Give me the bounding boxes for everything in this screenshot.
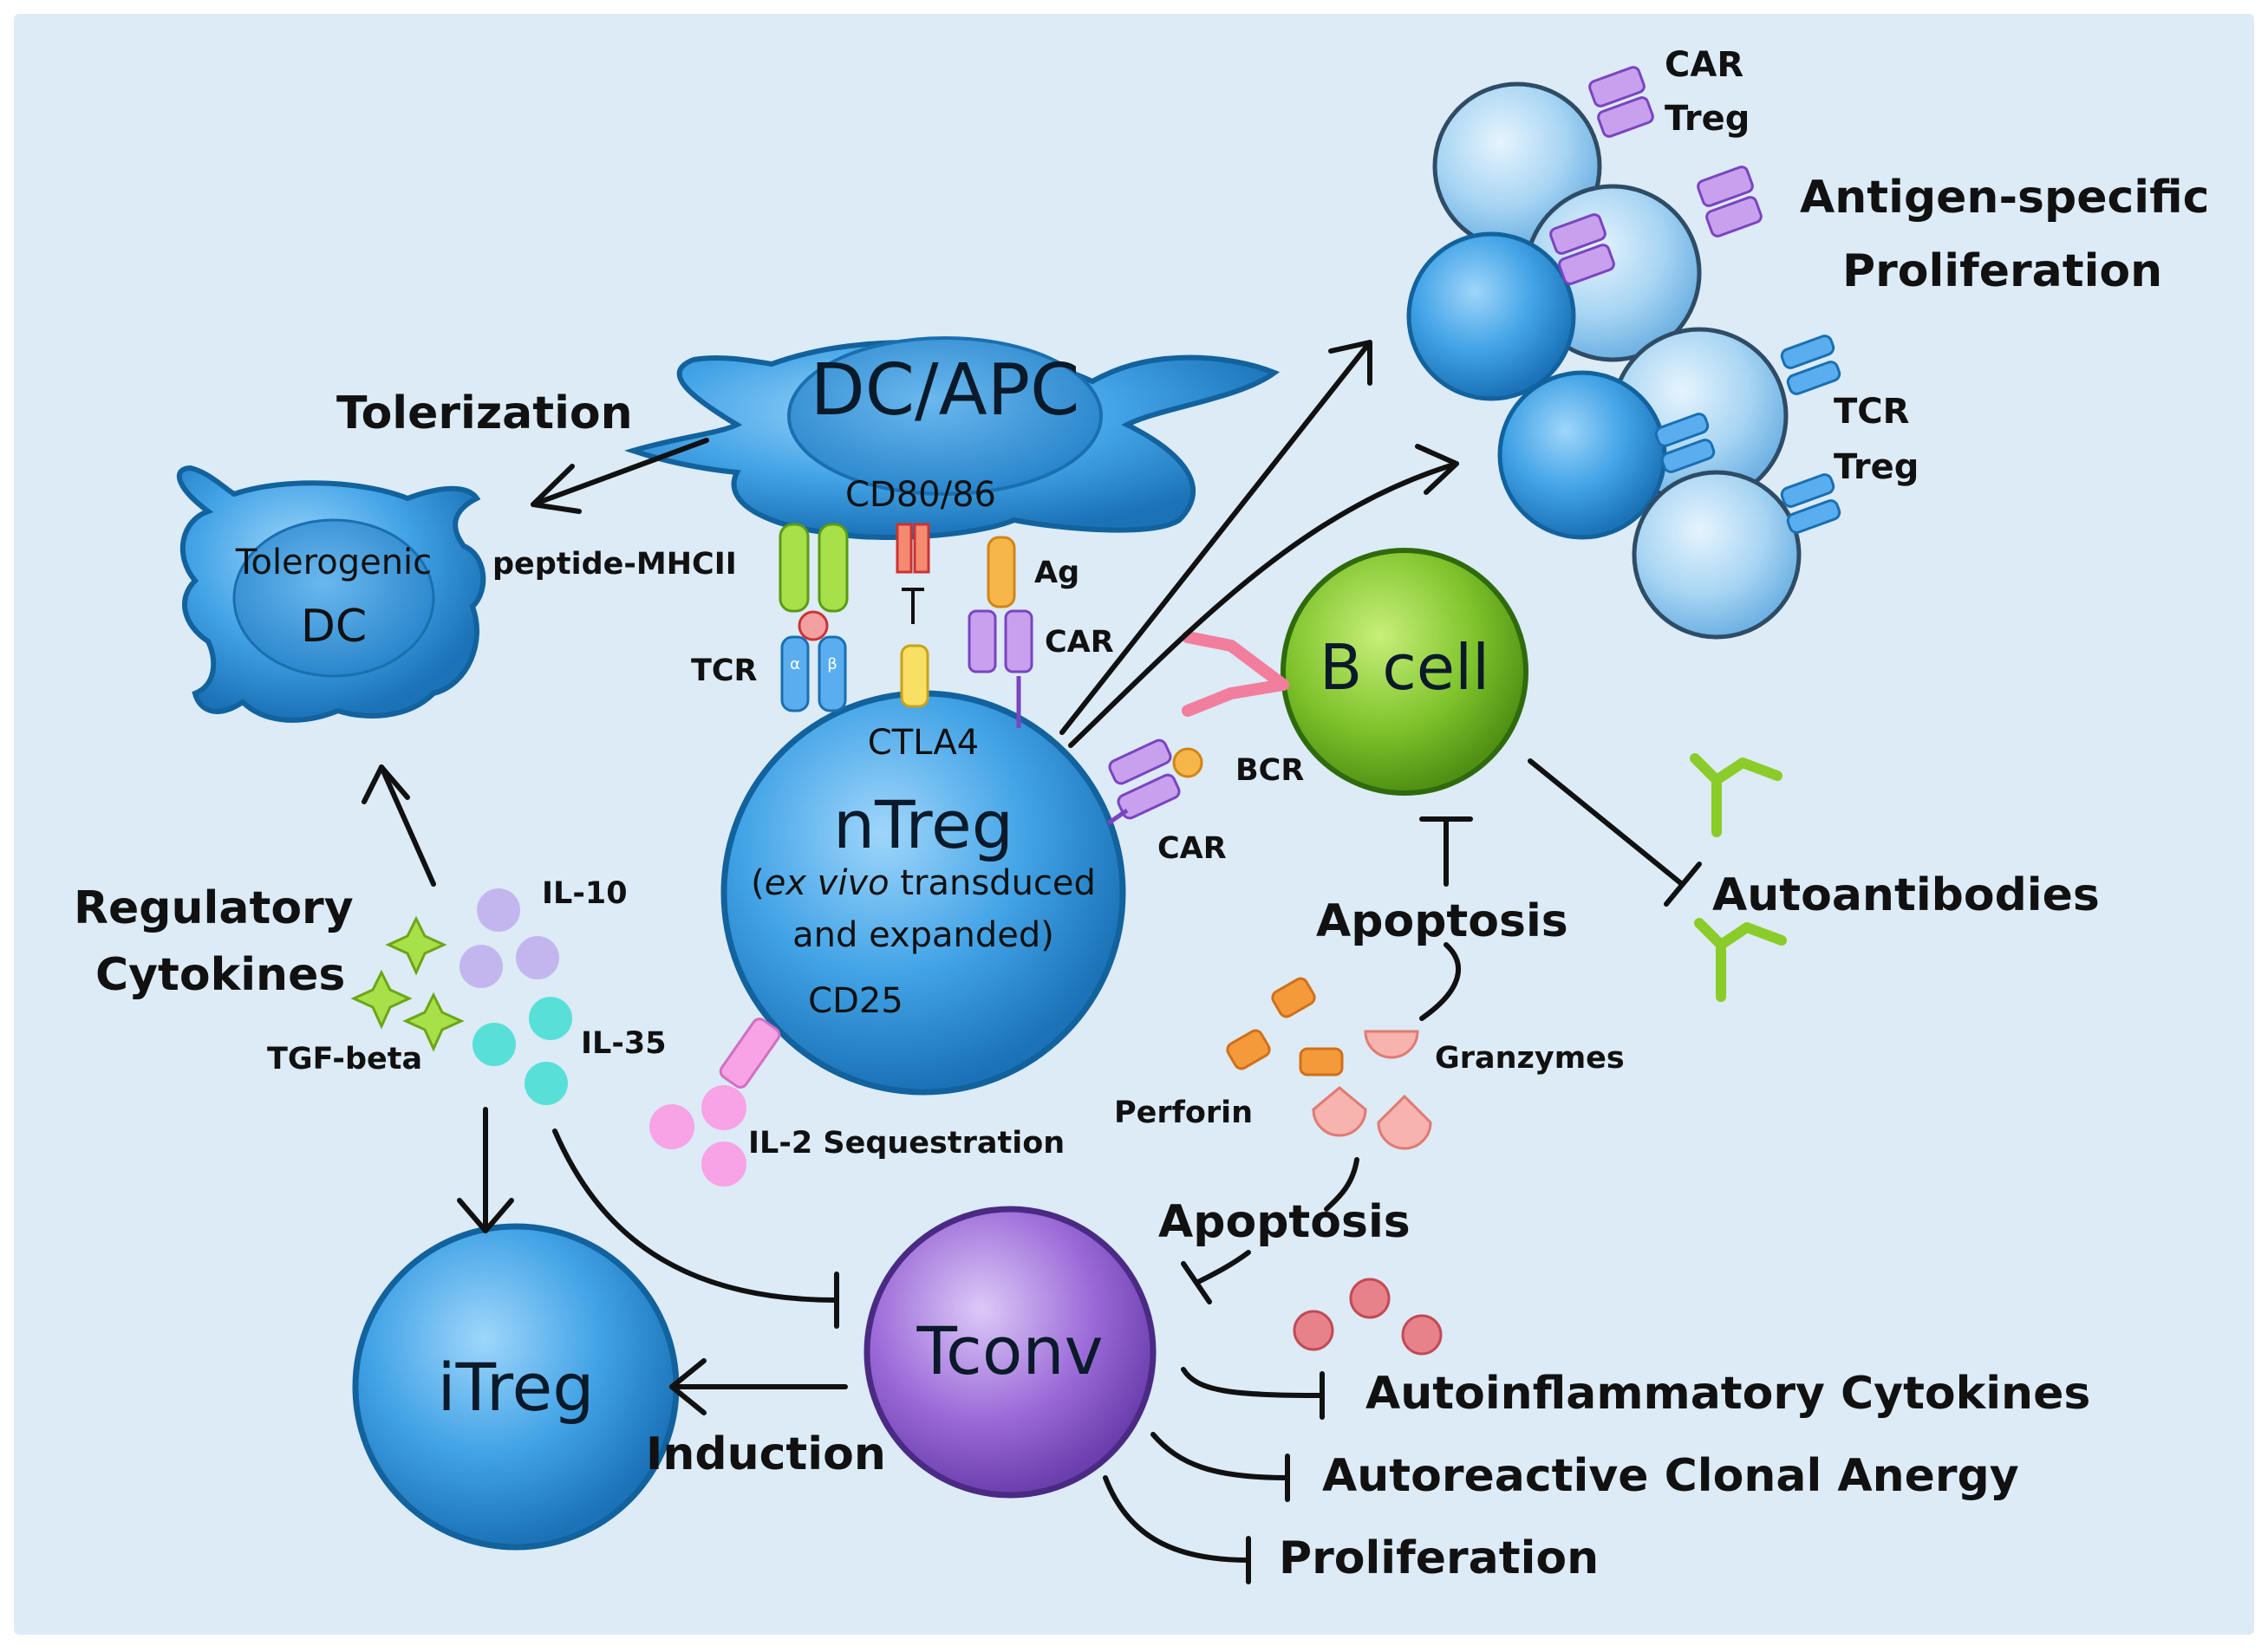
car-bcr-label: CAR [1157, 831, 1227, 866]
bcr-car-interaction [1106, 631, 1289, 826]
car-treg-cluster [1406, 66, 1763, 401]
peptide-mhcii-receptor [779, 523, 849, 641]
induction-arrow [669, 1358, 848, 1415]
bcell-inhibit-autoantibodies [1528, 758, 1702, 907]
il35-label: IL-35 [581, 1026, 667, 1061]
peptide-mhcii-label: peptide-MHCII [492, 547, 737, 582]
cd80-ctla4-receptor [896, 523, 930, 708]
itreg-label: iTreg [438, 1349, 595, 1426]
tcr-receptor: α β [780, 635, 847, 712]
tconv-inhibit-proliferation [1103, 1475, 1251, 1584]
autoantibody-icons [1690, 753, 1787, 1002]
proliferation-bottom-label: Proliferation [1279, 1532, 1599, 1584]
autoantibodies-label: Autoantibodies [1712, 869, 2100, 921]
tconv-cell: Tconv [864, 1206, 1157, 1499]
apoptosis-inhibit-bcell [1419, 816, 1473, 1021]
b-cell: B cell [1281, 548, 1528, 796]
tcr-treg-label-1: TCR [1834, 392, 1909, 432]
car-top-label: CAR [1045, 625, 1114, 660]
granzymes-label: Granzymes [1435, 1041, 1625, 1076]
granzyme-particles [1312, 1030, 1432, 1150]
ag-car-receptor [968, 536, 1033, 728]
ctla4-label: CTLA4 [868, 723, 979, 763]
regulatory-label: Regulatory [74, 882, 354, 934]
tconv-label: Tconv [916, 1312, 1104, 1389]
cytokines-inhibit-tconv [552, 1128, 839, 1329]
cd25-label: CD25 [808, 981, 903, 1021]
apoptosis-upper-label: Apoptosis [1316, 895, 1568, 947]
ag-label: Ag [1034, 556, 1079, 590]
ntreg-sub-pre: ( [751, 863, 765, 903]
tconv-inhibit-anergy [1150, 1432, 1290, 1502]
apoptosis-lower-label: Apoptosis [1158, 1196, 1411, 1248]
ntreg-to-car-proliferation-arrow [1059, 340, 1372, 735]
il10-label: IL-10 [542, 876, 628, 911]
car-treg-label-2: Treg [1665, 99, 1750, 139]
bcr-label: BCR [1235, 753, 1304, 788]
apoptosis-inhibit-tconv [1181, 1157, 1359, 1304]
tolerization-arrow [531, 438, 709, 514]
tconv-inhibit-autoinflammatory [1181, 1367, 1325, 1420]
tgf-beta-particles [350, 915, 465, 1052]
il2-sequestration-label: IL-2 Sequestration [748, 1126, 1065, 1161]
dc-label: DC [301, 601, 367, 653]
ntreg-sub-post: transduced [890, 863, 1096, 903]
tcr-treg-label-2: Treg [1834, 447, 1919, 487]
tolerization-label: Tolerization [336, 387, 633, 439]
cd80-86-label: CD80/86 [845, 475, 996, 515]
induction-label: Induction [646, 1428, 886, 1480]
perforin-label: Perforin [1114, 1096, 1253, 1130]
ntreg-label: nTreg [833, 786, 1013, 863]
tcr-label: TCR [691, 654, 758, 688]
car-treg-label-1: CAR [1665, 45, 1743, 85]
tcr-treg-cluster [1497, 327, 1841, 640]
ntreg-subtitle-2: and expanded) [792, 915, 1054, 955]
il2-sequestration-group [649, 1018, 781, 1187]
autoinflammatory-label: Autoinflammatory Cytokines [1365, 1368, 2090, 1420]
itreg-cell: iTreg [352, 1223, 680, 1551]
dc-apc-cell: DC/APC CD80/86 [624, 336, 1281, 540]
tolerogenic-label: Tolerogenic [235, 543, 432, 582]
b-cell-label: B cell [1320, 631, 1489, 704]
cytokines-to-itreg-arrow [457, 1107, 514, 1233]
alpha-label: α [790, 655, 800, 673]
tolerogenic-dc-cell: Tolerogenic DC [176, 465, 486, 723]
il35-particles [472, 997, 572, 1105]
anergy-label: Autoreactive Clonal Anergy [1322, 1450, 2019, 1502]
ntreg-subtitle-1: (ex vivo transduced [751, 863, 1096, 903]
ntreg-sub-em: ex vivo [765, 863, 890, 903]
ntreg-cell: CTLA4 nTreg (ex vivo transduced and expa… [720, 690, 1126, 1096]
tgf-beta-label: TGF-beta [267, 1042, 422, 1076]
cytokines-to-dc-arrow [362, 764, 436, 887]
cytokines-label: Cytokines [95, 949, 345, 1001]
il10-particles [459, 888, 559, 988]
ntreg-to-tcr-proliferation-arrow [1068, 444, 1459, 748]
beta-label: β [827, 655, 837, 673]
dc-apc-label: DC/APC [811, 349, 1080, 432]
proliferation-top-label: Proliferation [1842, 245, 2162, 297]
autoinflammatory-cytokine-particles [1293, 1278, 1443, 1356]
antigen-specific-label: Antigen-specific [1800, 172, 2210, 224]
perforin-particles [1226, 977, 1344, 1076]
